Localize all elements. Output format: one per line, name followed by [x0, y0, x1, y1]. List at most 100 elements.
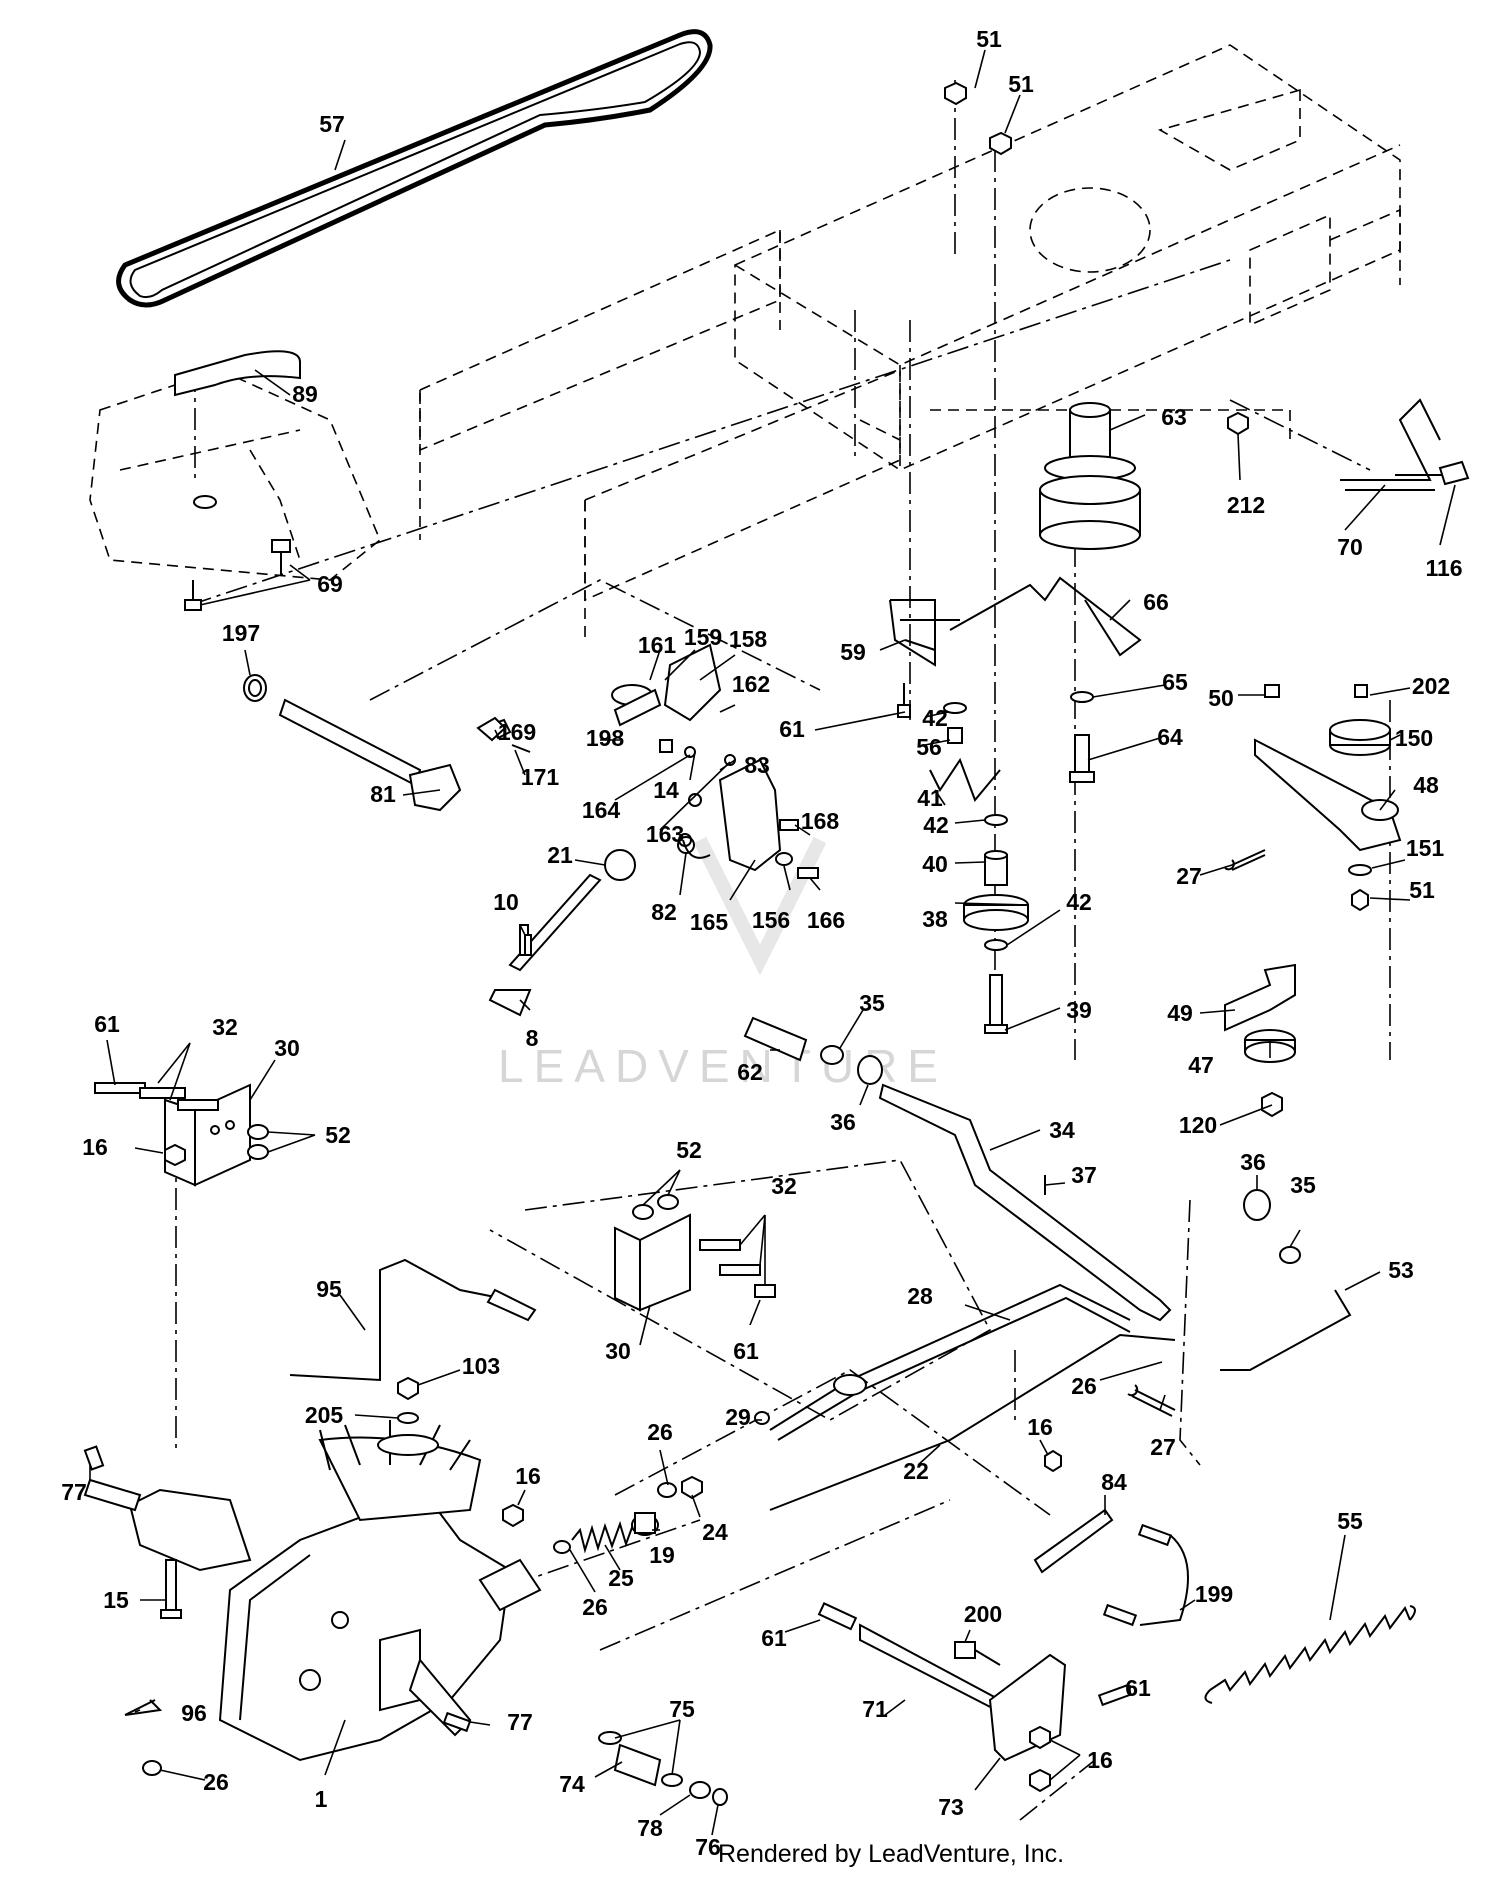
part-label-28: 28: [907, 1283, 933, 1309]
part-label-171: 171: [521, 764, 560, 790]
screw-69: [184, 539, 291, 611]
front-body: [89, 369, 381, 581]
part-label-95: 95: [316, 1276, 342, 1302]
part-label-200: 200: [964, 1601, 1002, 1627]
part-label-40: 40: [922, 851, 948, 877]
pedal-bracket-71: [817, 1602, 1133, 1793]
key-77-left: [83, 1445, 105, 1471]
idler-arm-48: [1254, 684, 1402, 912]
hairpin-96: [124, 1699, 163, 1716]
belt-keeper-66: [949, 576, 1142, 657]
part-label-14: 14: [653, 777, 679, 803]
pedal-rod-95: [289, 1258, 511, 1382]
pedal-grip: [486, 1288, 537, 1322]
part-label-24: 24: [702, 1519, 728, 1545]
mounting-bracket-30-left: [94, 1082, 269, 1187]
part-label-150: 150: [1395, 725, 1433, 751]
part-label-34: 34: [1049, 1117, 1075, 1143]
part-label-42: 42: [923, 812, 949, 838]
part-label-77: 77: [61, 1479, 87, 1505]
part-label-202: 202: [1412, 673, 1450, 699]
spring-25: [502, 1475, 703, 1554]
bushing-74: [598, 1731, 728, 1806]
spring-55: [1204, 1605, 1416, 1704]
part-label-89: 89: [292, 381, 318, 407]
part-label-26: 26: [582, 1594, 608, 1620]
part-label-212: 212: [1227, 492, 1265, 518]
part-label-56: 56: [916, 734, 942, 760]
washer-26-left: [142, 1760, 162, 1776]
part-label-75: 75: [669, 1696, 695, 1722]
part-label-26: 26: [647, 1419, 673, 1445]
part-label-164: 164: [582, 797, 621, 823]
rod-84: [1033, 1449, 1189, 1627]
part-label-163: 163: [646, 821, 684, 847]
part-label-62: 62: [737, 1059, 763, 1085]
part-label-38: 38: [922, 906, 948, 932]
part-label-50: 50: [1208, 685, 1234, 711]
part-label-49: 49: [1167, 1000, 1193, 1026]
belt-guide: [174, 350, 301, 397]
part-label-52: 52: [676, 1137, 702, 1163]
part-label-74: 74: [559, 1771, 585, 1797]
part-label-53: 53: [1388, 1257, 1414, 1283]
part-label-27: 27: [1150, 1434, 1176, 1460]
part-label-8: 8: [526, 1025, 539, 1051]
fan-nut-washer: [397, 1376, 419, 1424]
part-label-1: 1: [315, 1786, 328, 1812]
part-label-55: 55: [1337, 1508, 1363, 1534]
part-label-165: 165: [690, 909, 729, 935]
part-label-21: 21: [547, 842, 573, 868]
part-label-39: 39: [1066, 997, 1092, 1023]
control-bracket-assembly: [488, 643, 782, 872]
shaft-81: [278, 698, 462, 812]
pulley-spindle: [1039, 402, 1141, 550]
part-label-30: 30: [605, 1338, 631, 1364]
part-label-199: 199: [1195, 1581, 1233, 1607]
part-label-51: 51: [1008, 71, 1034, 97]
part-label-10: 10: [493, 889, 519, 915]
part-label-41: 41: [917, 785, 943, 811]
part-label-73: 73: [938, 1794, 964, 1820]
bracket-70: [1340, 398, 1470, 491]
cross-shaft-34: [878, 1083, 1172, 1322]
part-label-81: 81: [370, 781, 396, 807]
part-label-166: 166: [807, 907, 845, 933]
part-label-16: 16: [82, 1134, 108, 1160]
part-label-69: 69: [317, 571, 343, 597]
idler-bracket-49: [1224, 963, 1296, 1118]
part-label-32: 32: [212, 1014, 238, 1040]
part-label-162: 162: [732, 671, 770, 697]
part-label-77: 77: [507, 1709, 533, 1735]
part-label-26: 26: [1071, 1373, 1097, 1399]
part-label-27: 27: [1176, 863, 1202, 889]
part-label-78: 78: [637, 1815, 663, 1841]
screw-171: [511, 744, 531, 753]
part-label-42: 42: [1066, 889, 1092, 915]
part-label-82: 82: [651, 899, 677, 925]
part-label-120: 120: [1179, 1112, 1217, 1138]
clip-169: [476, 716, 507, 742]
leader-lines: [89, 49, 1456, 1836]
part-label-66: 66: [1143, 589, 1169, 615]
part-label-29: 29: [725, 1404, 751, 1430]
part-label-83: 83: [744, 752, 770, 778]
part-label-19: 19: [649, 1542, 675, 1568]
bolt-64: [1069, 691, 1095, 783]
pin-29: [754, 1411, 770, 1425]
part-label-30: 30: [274, 1035, 300, 1061]
part-label-70: 70: [1337, 534, 1363, 560]
part-label-51: 51: [1409, 877, 1435, 903]
part-label-51: 51: [976, 26, 1002, 52]
part-label-52: 52: [325, 1122, 351, 1148]
part-label-16: 16: [1087, 1747, 1113, 1773]
part-label-16: 16: [515, 1463, 541, 1489]
link-rod-53: [1220, 1289, 1352, 1371]
part-label-42: 42: [922, 705, 948, 731]
bolt-61-upper: [897, 683, 911, 718]
part-label-25: 25: [608, 1565, 634, 1591]
spring-clip-59: [889, 599, 960, 667]
key-77-right: [442, 1711, 472, 1733]
part-label-61: 61: [779, 716, 805, 742]
